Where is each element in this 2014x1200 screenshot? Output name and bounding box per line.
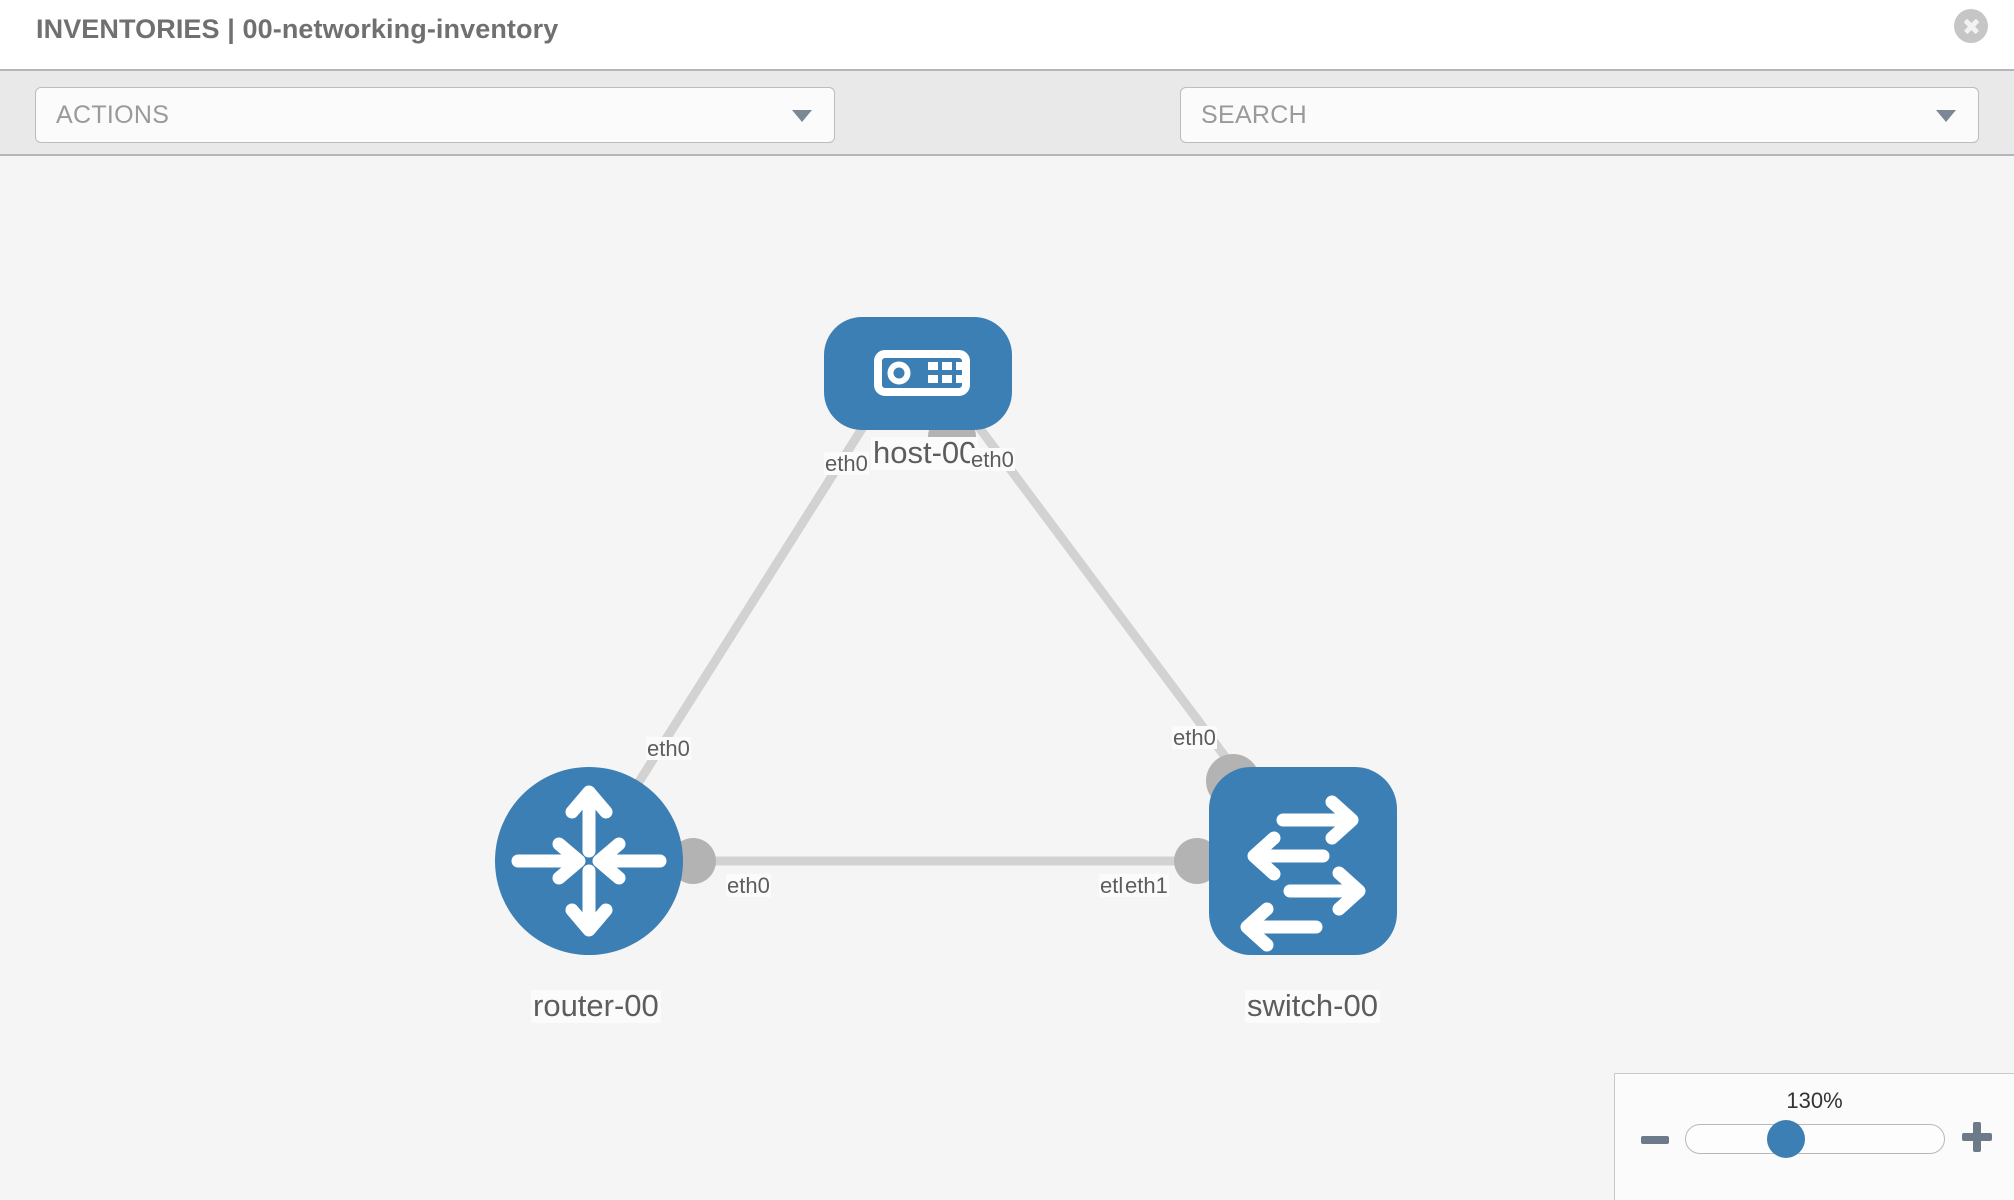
iface-label: eth1 — [1124, 873, 1169, 898]
actions-dropdown-label: ACTIONS — [56, 101, 170, 129]
chevron-down-icon — [792, 110, 812, 122]
zoom-control-panel: 130% — [1614, 1073, 2014, 1200]
chevron-down-icon — [1936, 110, 1956, 122]
iface-nub-switch-west — [1174, 838, 1220, 884]
zoom-slider-thumb[interactable] — [1767, 1120, 1805, 1158]
toolbar: ACTIONS SEARCH — [0, 69, 2014, 199]
iface-label: etl — [1099, 873, 1125, 898]
zoom-slider-track[interactable] — [1685, 1124, 1945, 1154]
router-arrows-icon — [511, 785, 667, 937]
plus-icon-vertical — [1973, 1122, 1981, 1152]
close-icon[interactable] — [1954, 9, 1988, 43]
search-input[interactable]: SEARCH — [1180, 87, 1979, 143]
switch-arrows-icon — [1240, 795, 1366, 952]
search-placeholder: SEARCH — [1201, 101, 1307, 129]
plus-icon[interactable] — [1962, 1122, 1992, 1152]
topology-canvas[interactable]: eth0 host-00 eth0 eth0 eth0 eth0 etl eth… — [0, 156, 2014, 1200]
iface-label: eth0 — [824, 451, 869, 476]
iface-label: eth0 — [646, 736, 691, 761]
node-label-switch-00: switch-00 — [1245, 988, 1380, 1023]
iface-label: eth0 — [970, 447, 1015, 472]
actions-dropdown[interactable]: ACTIONS — [35, 87, 835, 143]
node-label-router-00: router-00 — [531, 988, 661, 1023]
node-router-00[interactable] — [495, 767, 683, 955]
minus-icon[interactable] — [1641, 1136, 1669, 1144]
node-label-host-00: host-00 — [871, 435, 979, 470]
page-title: INVENTORIES | 00-networking-inventory — [36, 14, 559, 44]
interface-nubs — [670, 413, 1260, 884]
page-header: INVENTORIES | 00-networking-inventory — [0, 0, 2014, 69]
iface-label: eth0 — [726, 873, 771, 898]
node-host-00[interactable] — [824, 317, 1012, 430]
server-icon — [874, 350, 970, 396]
topology-graph — [495, 317, 1397, 955]
node-switch-00[interactable] — [1209, 767, 1397, 955]
zoom-level-label: 130% — [1786, 1088, 1843, 1113]
iface-label: eth0 — [1172, 725, 1217, 750]
